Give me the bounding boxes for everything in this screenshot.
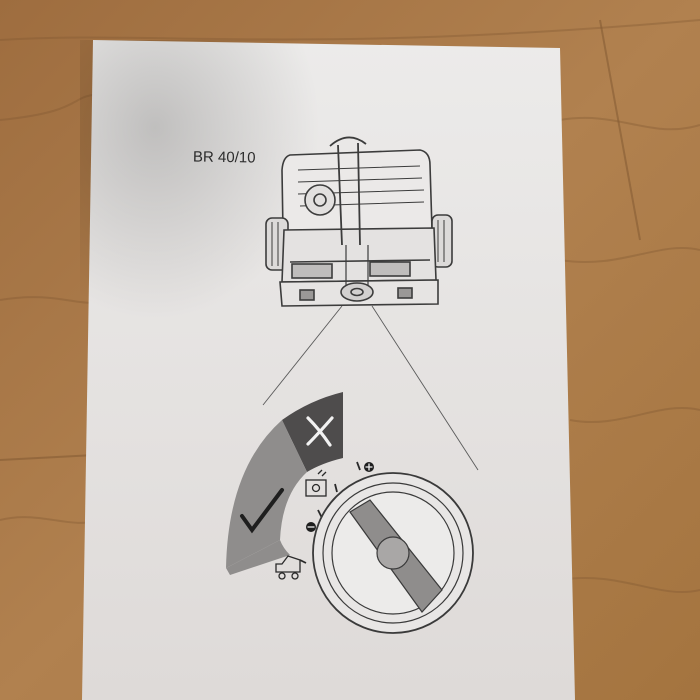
plus-icon — [364, 462, 374, 472]
ok-zone-lower — [226, 540, 290, 575]
rotary-knob — [312, 472, 474, 634]
transport-drive-icon — [275, 555, 301, 580]
not-ok-zone — [282, 392, 343, 472]
wood-grain — [0, 19, 700, 594]
machine-illustration — [265, 136, 453, 307]
ok-zone — [226, 420, 307, 568]
minus-icon — [306, 522, 316, 532]
dial-sector — [226, 392, 343, 575]
model-label: BR 40/10 — [192, 148, 256, 167]
cross-icon — [306, 416, 334, 447]
leader-lines — [262, 305, 479, 471]
machine-icon — [305, 469, 327, 497]
checkmark-icon — [240, 488, 284, 534]
